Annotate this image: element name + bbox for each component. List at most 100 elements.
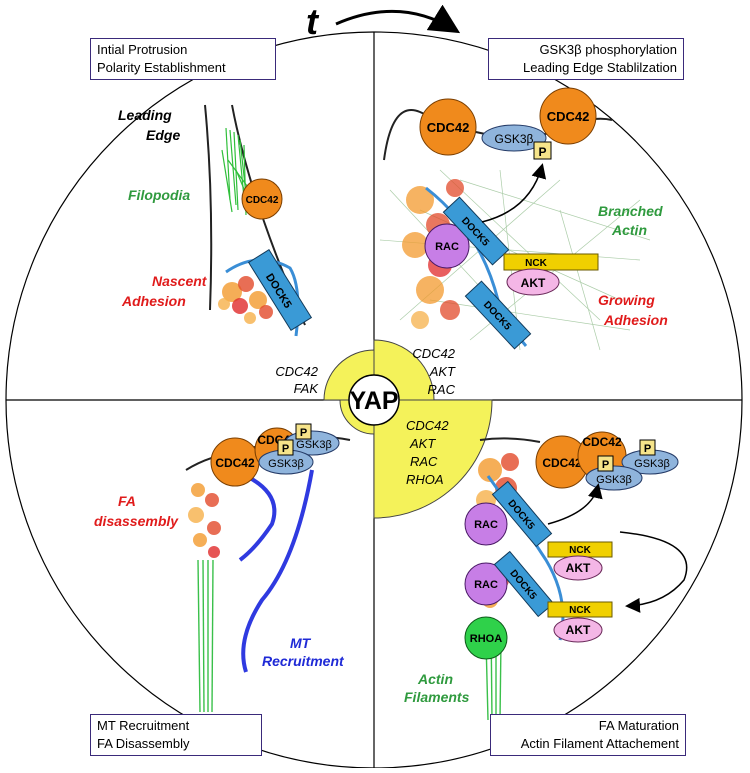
actin-bundle-bl [197, 559, 214, 713]
center-q4-line3: RAC [410, 454, 438, 469]
cdc42-label: CDC42 [246, 195, 279, 206]
phosphate-tag-bl-1 [277, 439, 294, 456]
panel-top-left-line1: Intial Protrusion [97, 42, 188, 57]
nck-bar-tr [503, 253, 599, 271]
signal-arrow-br-1 [547, 483, 603, 525]
actin-filaments-label-1: Actin [417, 671, 453, 687]
panel-bottom-left: MT Recruitment FA Disassembly [90, 714, 262, 756]
rhoa-protein-br [464, 616, 508, 660]
growing-adhesion-label-1: Growing [598, 292, 655, 308]
akt-label-br-1: AKT [566, 561, 591, 575]
panel-bottom-right: FA Maturation Actin Filament Attachement [490, 714, 686, 756]
gsk3b-label-br-2: GSK3β [596, 474, 632, 486]
rac-label-br-1: RAC [474, 519, 498, 531]
nascent-adhesion-cluster [218, 276, 273, 324]
dock5-protein-br-1 [491, 480, 553, 548]
branched-actin-label-2: Actin [611, 222, 647, 238]
fa-disassembly-label-1: FA [118, 493, 136, 509]
akt-label-br-2: AKT [566, 623, 591, 637]
rac-label-br-2: RAC [474, 579, 498, 591]
center-q1-line2: FAK [294, 381, 320, 396]
panel-top-right-line2: Leading Edge Stablilzation [523, 60, 677, 75]
signal-arrow-tr [481, 163, 547, 223]
center-q2-line1: CDC42 [412, 346, 455, 361]
yap-core [348, 374, 400, 426]
cdc42-label-bl-1: CDC42 [215, 456, 255, 470]
rac-protein-br-1 [464, 502, 508, 546]
cdc42-label-tr-2: CDC42 [547, 109, 590, 124]
panel-bottom-right-line1: FA Maturation [598, 718, 679, 733]
center-q4-line2: AKT [409, 436, 436, 451]
gsk3b-label-bl-1: GSK3β [296, 439, 332, 451]
phosphate-tag-tr [533, 141, 552, 160]
leading-edge-label-1: Leading [118, 107, 172, 123]
microtubule-2 [241, 469, 314, 673]
leading-edge-label-2: Edge [146, 127, 180, 143]
center-q2-line3: RAC [428, 382, 456, 397]
panel-bottom-left-line1: MT Recruitment [97, 718, 190, 733]
cdc42-label-tr-1: CDC42 [427, 120, 470, 135]
phosphate-label-bl-1: P [282, 443, 289, 455]
gsk3b-protein-tr [481, 124, 547, 152]
membrane-line-br [479, 437, 541, 443]
akt-protein-br-2 [553, 617, 603, 643]
dock5-protein-tr-1 [442, 196, 510, 266]
center-q1-line1: CDC42 [275, 364, 318, 379]
growing-adhesion-label-2: Adhesion [603, 312, 668, 328]
phosphate-tag-br-1 [597, 455, 614, 472]
dock5-protein-br-2 [493, 550, 555, 618]
center-q4-line1: CDC42 [406, 418, 449, 433]
panel-top-right-line1: GSK3β phosphorylation [539, 42, 677, 57]
rac-label-tr: RAC [435, 241, 459, 253]
akt-protein-br-1 [553, 555, 603, 581]
panel-top-left: Intial Protrusion Polarity Establishment [90, 38, 276, 80]
panel-top-left-line2: Polarity Establishment [97, 60, 226, 75]
phosphate-label-bl-2: P [300, 427, 307, 439]
nck-label-tr: NCK [525, 258, 547, 269]
cdc42-label-br-2: CDC42 [582, 435, 622, 449]
nascent-adhesion-label-2: Adhesion [121, 293, 186, 309]
time-arrow [335, 4, 461, 34]
phosphate-tag-br-2 [639, 439, 656, 456]
gsk3b-label-bl-2: GSK3β [268, 458, 304, 470]
cdc42-protein [241, 178, 283, 220]
rhoa-label-br: RHOA [470, 633, 502, 645]
yap-label: YAP [349, 387, 398, 415]
nck-bar-br-2 [547, 601, 613, 618]
cdc42-label-br-1: CDC42 [542, 456, 582, 470]
signal-arrow-br-2 [619, 531, 688, 613]
filopodia-label: Filopodia [128, 187, 190, 203]
gsk3b-label-br-1: GSK3β [634, 458, 670, 470]
fa-disassembly-label-2: disassembly [94, 513, 179, 529]
rac-protein-tr [424, 223, 470, 269]
akt-label-tr: AKT [521, 276, 546, 290]
nck-label-br-2: NCK [569, 605, 591, 616]
akt-protein-tr [506, 268, 560, 296]
time-label: t [306, 1, 320, 42]
mt-recruitment-label-1: MT [290, 635, 312, 651]
phosphate-tag-bl-2 [295, 423, 312, 440]
yap-sector-bottom-right [373, 399, 493, 519]
dock5-protein [247, 249, 313, 331]
phosphate-label-tr: P [538, 145, 546, 159]
rac-protein-br-2 [464, 562, 508, 606]
cdc42-protein-tr-1 [419, 98, 477, 156]
branched-actin-label-1: Branched [598, 203, 663, 219]
actin-filaments-label-2: Filaments [404, 689, 470, 705]
nascent-adhesion-label-1: Nascent [152, 273, 208, 289]
nck-label-br-1: NCK [569, 545, 591, 556]
dock5-protein-tr-2 [464, 280, 532, 350]
fa-disassembly-cluster [188, 483, 221, 558]
panel-top-right: GSK3β phosphorylation Leading Edge Stabl… [488, 38, 684, 80]
center-q2-line2: AKT [429, 364, 456, 379]
cdc42-protein-tr-2 [539, 87, 597, 145]
mt-recruitment-label-2: Recruitment [262, 653, 345, 669]
phosphate-label-br-2: P [644, 443, 651, 455]
microtubule-1 [238, 476, 277, 562]
phosphate-label-br-1: P [602, 459, 609, 471]
panel-bottom-left-line2: FA Disassembly [97, 736, 190, 751]
gsk3b-label-tr: GSK3β [495, 132, 534, 146]
center-q4-line4: RHOA [406, 472, 444, 487]
